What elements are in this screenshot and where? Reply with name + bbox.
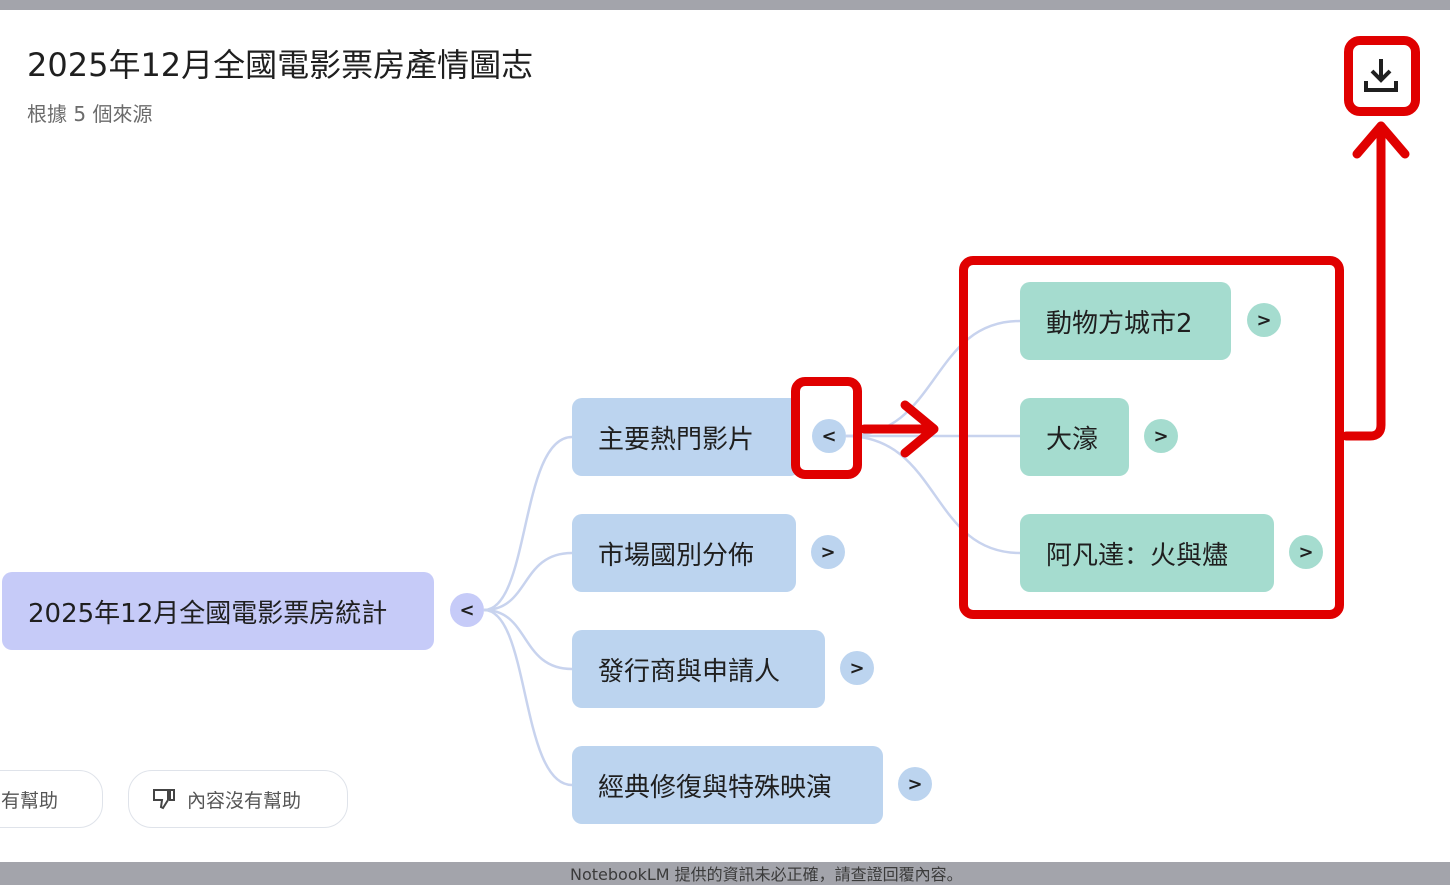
expand-toggle[interactable]: > [811, 535, 845, 569]
thumbs-down-icon [153, 789, 175, 810]
annotation-box-toggle [791, 377, 862, 479]
node-label: 阿凡達：火與燼 [1046, 540, 1229, 571]
node-label: 發行商與申請人 [598, 656, 781, 687]
mindmap-node[interactable]: 動物方城市2 [1020, 282, 1231, 360]
not-helpful-label: 內容沒有幫助 [187, 789, 302, 812]
mindmap-root-node[interactable]: 2025年12月全國電影票房統計 [2, 572, 434, 650]
node-label: 主要熱門影片 [598, 424, 755, 455]
collapse-toggle[interactable]: < [812, 419, 846, 453]
mindmap-node[interactable]: 市場國別分佈 [572, 514, 796, 592]
expand-toggle[interactable]: > [840, 651, 874, 685]
helpful-button[interactable]: 內容有幫助 [0, 770, 103, 828]
page-title: 2025年12月全國電影票房產情圖志 [27, 46, 534, 84]
annotation-box-download [1344, 36, 1420, 116]
footer-bar [0, 862, 1450, 885]
download-button[interactable] [1356, 50, 1406, 100]
node-label: 市場國別分佈 [598, 540, 755, 571]
source-count: 根據 5 個來源 [27, 102, 153, 126]
disclaimer: NotebookLM 提供的資訊未必正確，請查證回覆內容。 [570, 865, 963, 884]
expand-toggle[interactable]: > [1144, 419, 1178, 453]
expand-toggle[interactable]: > [898, 767, 932, 801]
expand-toggle[interactable]: > [1289, 535, 1323, 569]
download-icon [1364, 59, 1398, 92]
not-helpful-button[interactable]: 內容沒有幫助 [128, 770, 348, 828]
expand-toggle[interactable]: > [1247, 303, 1281, 337]
mindmap-node[interactable]: 經典修復與特殊映演 [572, 746, 883, 824]
mindmap-node[interactable]: 發行商與申請人 [572, 630, 825, 708]
node-label: 2025年12月全國電影票房統計 [28, 598, 388, 629]
top-bar [0, 0, 1450, 10]
helpful-label: 內容有幫助 [0, 789, 59, 812]
node-label: 動物方城市2 [1046, 308, 1193, 339]
collapse-toggle[interactable]: < [450, 593, 484, 627]
node-label: 經典修復與特殊映演 [598, 772, 833, 803]
mindmap-node[interactable]: 阿凡達：火與燼 [1020, 514, 1274, 592]
mindmap-node[interactable]: 大濠 [1020, 398, 1129, 476]
annotation-box-children [959, 256, 1344, 619]
node-label: 大濠 [1046, 424, 1099, 455]
mindmap-node[interactable]: 主要熱門影片 [572, 398, 800, 476]
